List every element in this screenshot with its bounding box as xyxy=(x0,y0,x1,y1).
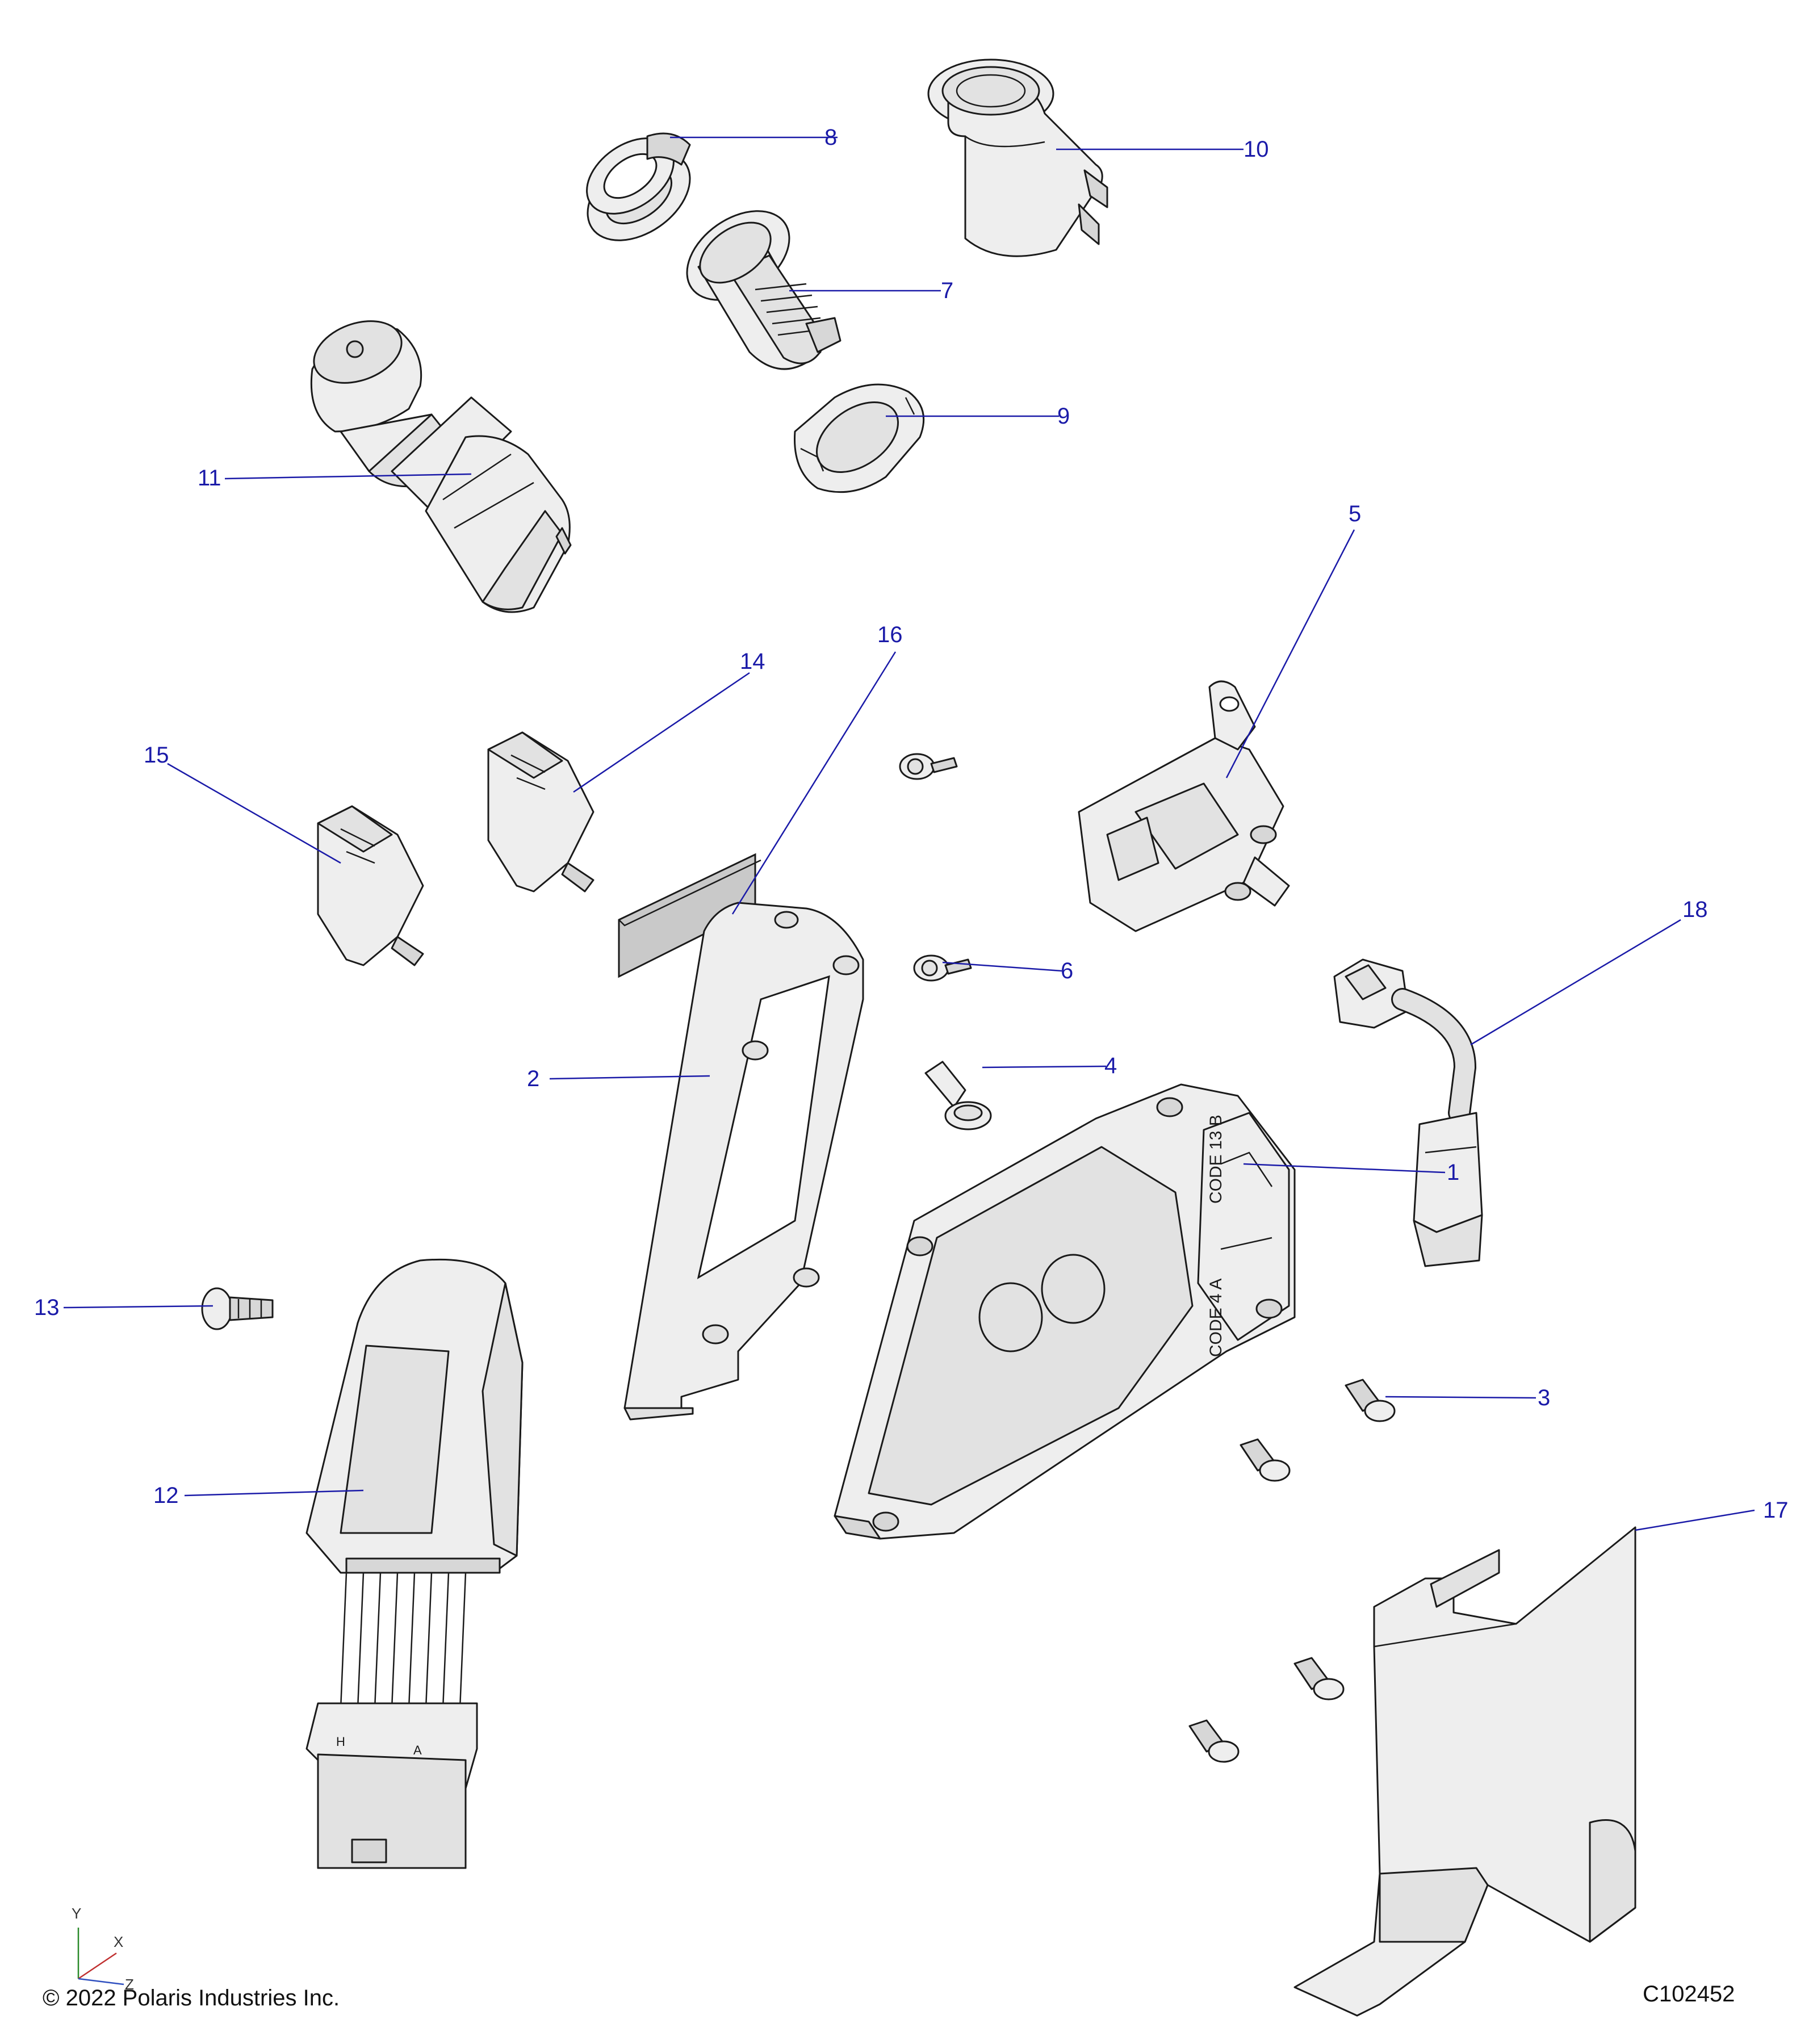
part-4-push-rivet xyxy=(924,1061,992,1130)
part-6-screw xyxy=(899,753,972,982)
callout-17: 17 xyxy=(1763,1498,1789,1523)
leader-11 xyxy=(224,473,472,480)
leader-3 xyxy=(1385,1396,1537,1399)
part-8-retaining-ring xyxy=(586,132,691,241)
callout-5: 5 xyxy=(1349,501,1362,526)
callout-2: 2 xyxy=(527,1066,540,1091)
module-code-b-label: CODE 13 B xyxy=(1207,1115,1226,1204)
leader-1 xyxy=(1243,1163,1446,1174)
part-10-power-outlet xyxy=(927,58,1108,257)
part-17-cover xyxy=(1293,1526,1636,2017)
callout-7: 7 xyxy=(941,278,954,303)
axis-triad xyxy=(77,1928,124,1986)
callout-18: 18 xyxy=(1682,897,1708,922)
leader-14 xyxy=(573,672,750,793)
part-13-screw xyxy=(201,1287,274,1330)
callout-12: 12 xyxy=(153,1483,179,1508)
callout-8: 8 xyxy=(824,125,838,150)
code-b-letter: B xyxy=(1207,1115,1225,1126)
leader-5 xyxy=(1225,529,1355,778)
connector-a-label: A xyxy=(413,1743,422,1757)
part-1-control-module xyxy=(834,1083,1296,1540)
part-3-screw-lower xyxy=(1188,1657,1345,1763)
axis-y-label: Y xyxy=(72,1905,82,1922)
module-code-a-label: CODE 4 A xyxy=(1207,1279,1226,1357)
part-15-rocker-switch xyxy=(317,805,424,966)
diagram-id: C102452 xyxy=(1643,1982,1735,2007)
part-2-bracket xyxy=(623,902,864,1421)
callout-16: 16 xyxy=(877,622,903,647)
leader-4 xyxy=(982,1065,1107,1069)
callout-13: 13 xyxy=(34,1295,60,1320)
callout-4: 4 xyxy=(1104,1053,1117,1078)
part-12-module xyxy=(305,1258,524,1869)
axis-x-label: X xyxy=(114,1933,124,1950)
leader-17 xyxy=(1635,1509,1755,1531)
part-3-screw xyxy=(1240,1379,1396,1482)
connector-h-label: H xyxy=(336,1735,345,1749)
callout-9: 9 xyxy=(1057,404,1070,429)
callout-11: 11 xyxy=(198,466,221,491)
callout-15: 15 xyxy=(144,743,169,768)
callout-6: 6 xyxy=(1061,958,1074,983)
part-9-nut xyxy=(794,383,925,493)
copyright-text: © 2022 Polaris Industries Inc. xyxy=(43,1986,340,2011)
callout-14: 14 xyxy=(740,649,765,674)
callout-3: 3 xyxy=(1538,1385,1551,1410)
part-7-threaded-housing xyxy=(686,210,841,370)
callout-10: 10 xyxy=(1244,137,1269,162)
leader-13 xyxy=(63,1305,213,1309)
part-14-rocker-switch xyxy=(487,731,594,893)
leader-2 xyxy=(549,1075,710,1080)
code-a-letter: A xyxy=(1207,1278,1225,1290)
code-b-text: CODE 13 xyxy=(1207,1130,1225,1204)
part-18-harness xyxy=(1333,958,1483,1267)
leader-18 xyxy=(1470,919,1681,1046)
callout-1: 1 xyxy=(1447,1160,1460,1185)
part-11-key-switch xyxy=(310,320,572,613)
part-5-relay xyxy=(1078,680,1290,932)
leader-lines xyxy=(63,136,1755,1531)
leader-12 xyxy=(184,1489,364,1497)
code-a-text: CODE 4 xyxy=(1207,1293,1225,1357)
axis-z-label: Z xyxy=(125,1976,134,1993)
leader-15 xyxy=(167,763,341,864)
leader-16 xyxy=(731,651,897,915)
leader-6 xyxy=(942,961,1062,972)
